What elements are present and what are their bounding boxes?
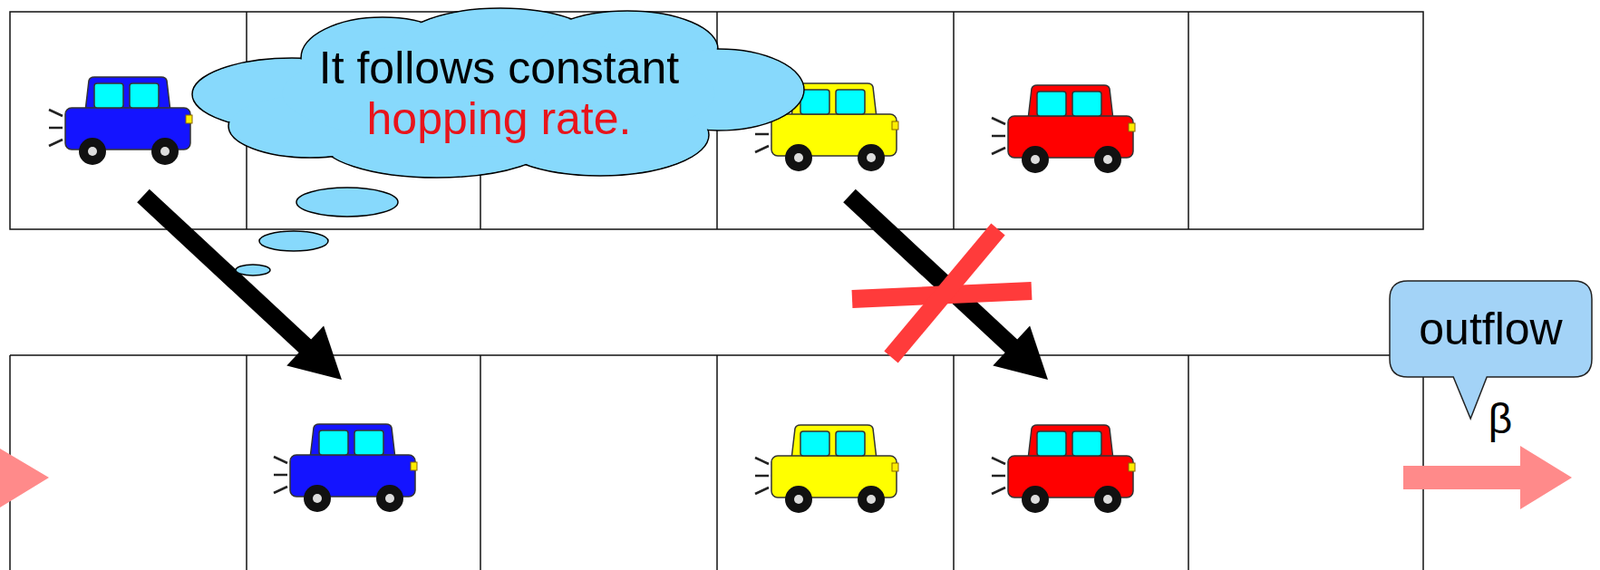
node-text: hopping rate.	[367, 93, 632, 145]
cell-divider	[952, 355, 955, 570]
cell-divider	[1187, 11, 1190, 230]
cell-divider	[479, 355, 482, 570]
inflow-arrow	[0, 448, 49, 508]
top-lane	[9, 11, 1424, 230]
cell-divider	[716, 355, 718, 570]
cell-divider	[952, 11, 955, 230]
blue-car	[273, 424, 417, 513]
cell-divider	[245, 355, 248, 570]
thought-dots	[235, 187, 398, 276]
bottom-lane	[9, 355, 1424, 570]
red-car	[991, 85, 1135, 174]
yellow-car	[755, 425, 899, 514]
node-text: It follows constant	[319, 42, 679, 94]
text-stack: It follows constanthopping rate.	[192, 8, 806, 179]
forbidden-cross	[852, 229, 1032, 358]
node-text: outflow	[1418, 303, 1562, 355]
red-car	[991, 425, 1135, 514]
lane-border	[9, 11, 1424, 230]
lane-border	[1422, 355, 1425, 570]
parameter-symbol: β	[1488, 394, 1513, 444]
outflow-arrow	[1403, 446, 1572, 510]
blue-car	[48, 77, 193, 165]
hop-arrow	[143, 195, 342, 380]
text-stack: outflow	[1389, 281, 1592, 378]
thought-cloud: It follows constanthopping rate.	[192, 8, 806, 179]
blocked-hop-arrow	[849, 195, 1048, 380]
cell-divider	[1187, 355, 1190, 570]
callout-bubble: outflow	[1389, 281, 1592, 378]
